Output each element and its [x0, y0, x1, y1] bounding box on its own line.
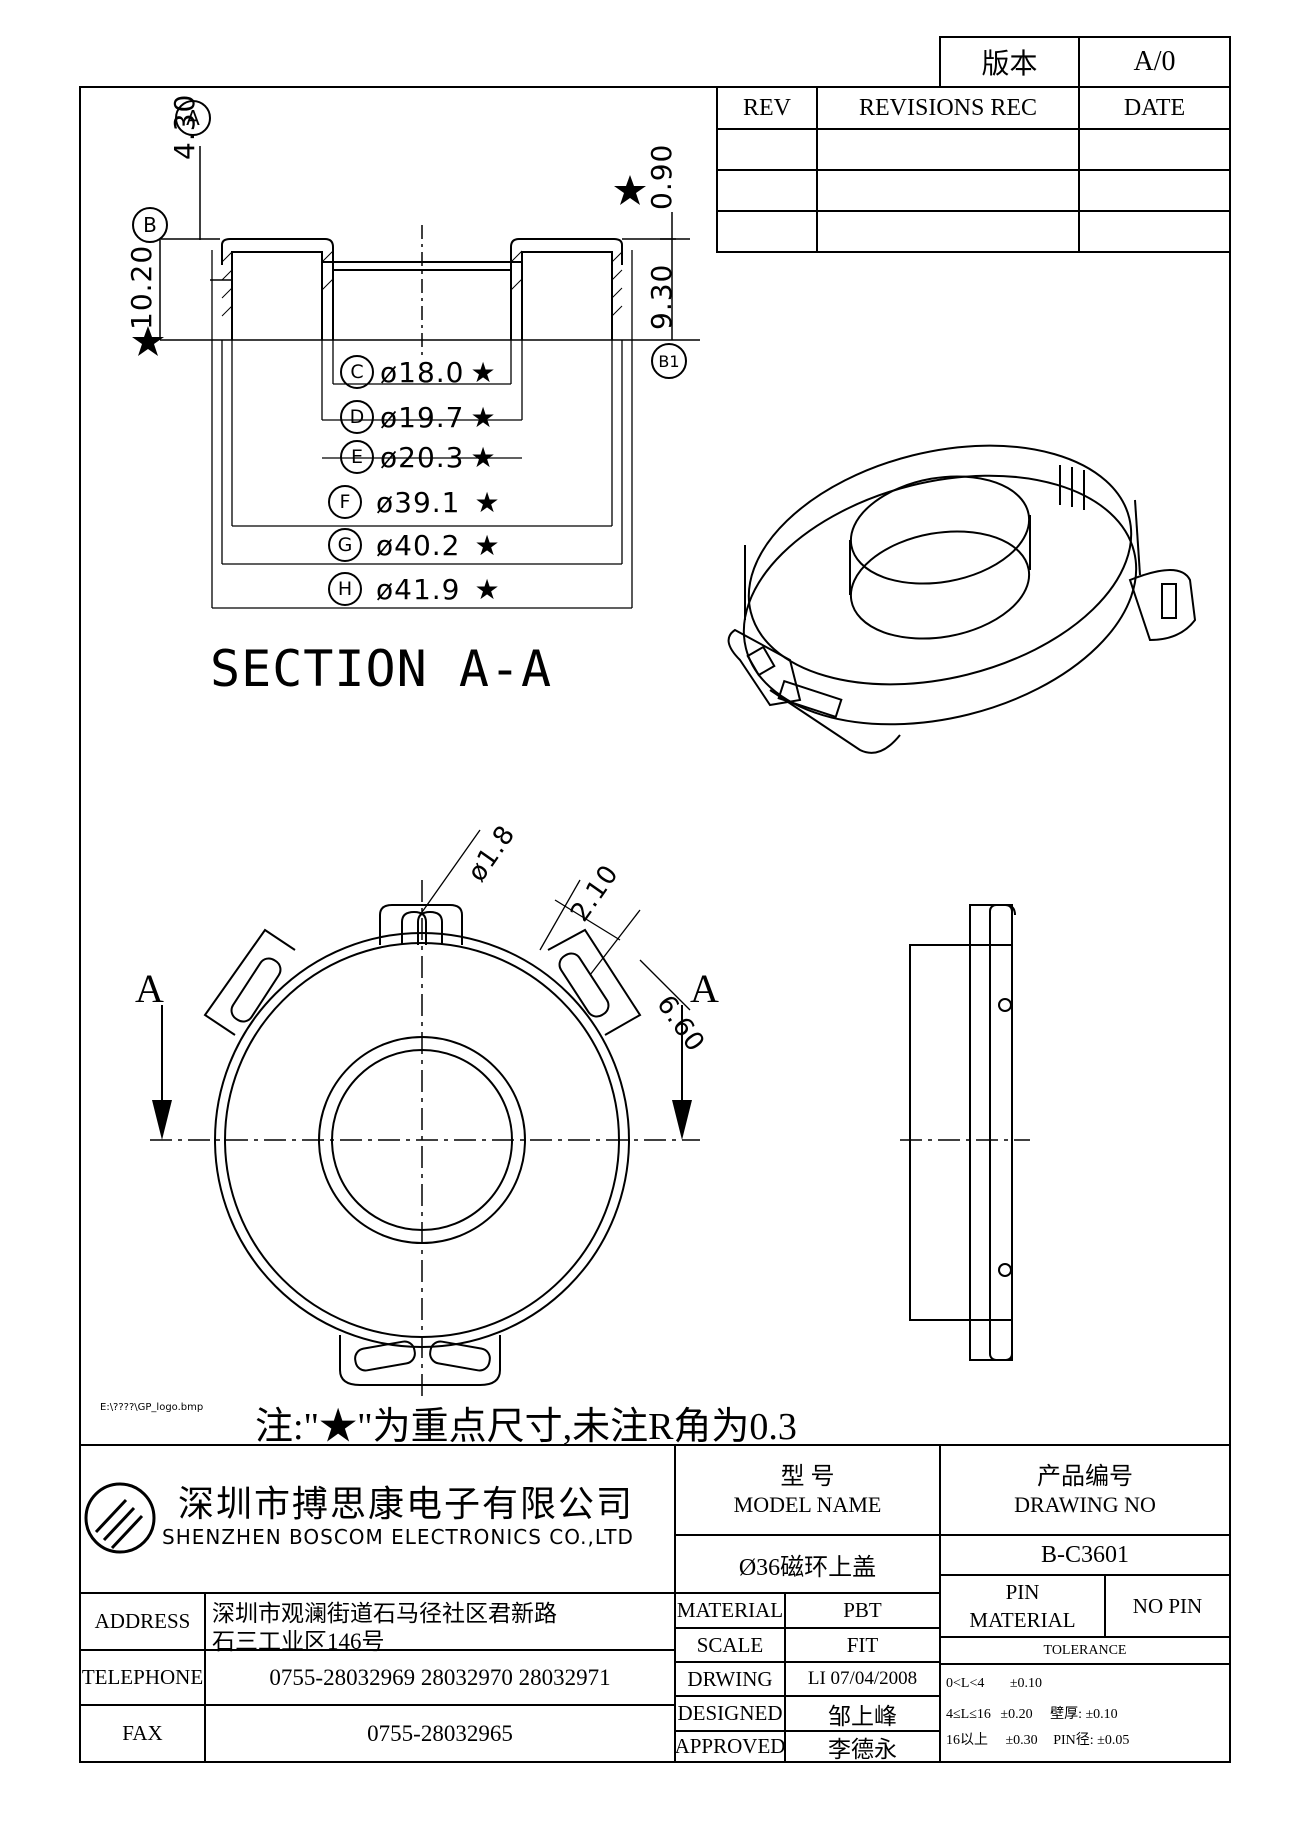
star-icon: [132, 326, 164, 356]
isometric-view: [727, 444, 1197, 754]
approved-value: 李德永: [828, 1736, 897, 1762]
material-value: PBT: [843, 1598, 882, 1622]
dim-4-30: 4.30: [168, 93, 201, 160]
tolerance-range: 16以上: [946, 1733, 988, 1748]
tolerance-value: ±0.20: [1000, 1707, 1033, 1722]
star-icon: ★: [470, 400, 496, 434]
drwing-label: DRWING: [687, 1666, 773, 1691]
logo-file-path: E:\????\GP_logo.bmp: [100, 1402, 204, 1413]
drawing-label-en: DRAWING NO: [1014, 1492, 1156, 1517]
drwing-value: LI 07/04/2008: [807, 1668, 918, 1689]
dim-h-value: ø41.9: [376, 572, 461, 606]
tolerance-value: ±0.10: [1009, 1676, 1043, 1691]
scale-value: FIT: [846, 1632, 879, 1657]
star-icon: [614, 175, 646, 205]
tolerance-title: TOLERANCE: [1043, 1642, 1127, 1658]
star-icon: ★: [474, 485, 500, 519]
drawing-border: [79, 86, 1231, 1763]
cut-label-right: A: [690, 966, 719, 1011]
fax-value: 0755-28032965: [367, 1720, 513, 1746]
datum-g-marker: G: [328, 528, 362, 562]
dim-row-c: C ø18.0 ★: [340, 355, 496, 389]
scale-label: SCALE: [696, 1632, 764, 1657]
tolerance-extra: PIN径: ±0.05: [1053, 1733, 1130, 1748]
dim-e-value: ø20.3: [380, 440, 465, 474]
star-icon: ★: [474, 528, 500, 562]
cut-label-left: A: [135, 966, 164, 1011]
dim-row-h: H ø41.9 ★: [328, 572, 500, 606]
datum-f-marker: F: [328, 485, 362, 519]
dim-d-value: ø19.7: [380, 400, 465, 434]
dim-row-f: F ø39.1 ★: [328, 485, 500, 519]
designed-label: DESIGNED: [677, 1701, 783, 1725]
tolerance-range: 0<L<4: [946, 1676, 985, 1691]
section-title: SECTION A-A: [210, 640, 553, 698]
drawing-label-cn: 产品编号: [1037, 1463, 1133, 1490]
dim-10-20: 10.20: [125, 244, 158, 330]
telephone-value: 0755-28032969 28032970 28032971: [269, 1664, 611, 1690]
datum-h-marker: H: [328, 572, 362, 606]
datum-c-marker: C: [340, 355, 374, 389]
tolerance-range: 4≤L≤16: [946, 1707, 991, 1722]
dim-0-90: 0.90: [645, 143, 678, 210]
dim-c-value: ø18.0: [380, 355, 465, 389]
model-label-en: MODEL NAME: [733, 1492, 882, 1517]
dim-row-g: G ø40.2 ★: [328, 528, 500, 562]
address-line-2: 石三工业区146号: [212, 1629, 385, 1654]
datum-a-marker: A: [175, 100, 211, 136]
drawing-number: B-C3601: [1040, 1541, 1129, 1568]
pin-label-line2: MATERIAL: [969, 1607, 1076, 1632]
dim-f-value: ø39.1: [376, 485, 461, 519]
pin-value: NO PIN: [1132, 1593, 1203, 1618]
designed-value: 邹上峰: [828, 1703, 897, 1729]
datum-b1-marker: B1: [651, 343, 687, 379]
star-icon: ★: [470, 440, 496, 474]
telephone-label: TELEPHONE: [81, 1665, 204, 1689]
pin-label-line1: PIN: [1005, 1579, 1040, 1604]
top-view: [150, 829, 700, 1400]
rev-header: REV: [743, 94, 791, 121]
address-line-1: 深圳市观澜街道石马径社区君新路: [212, 1601, 557, 1626]
dim-9-30: 9.30: [645, 263, 678, 330]
datum-e-marker: E: [340, 440, 374, 474]
company-name-cn: 深圳市搏思康电子有限公司: [178, 1484, 635, 1524]
tolerance-row-2: 4≤L≤16 ±0.20 壁厚: ±0.10: [946, 1703, 1118, 1723]
tolerance-row-1: 0<L<4 ±0.10: [946, 1676, 1042, 1692]
model-value: Ø36磁环上盖: [738, 1554, 877, 1581]
tolerance-row-3: 16以上 ±0.30 PIN径: ±0.05: [946, 1729, 1129, 1749]
company-logo: [84, 1482, 156, 1554]
star-icon: ★: [470, 355, 496, 389]
fax-label: FAX: [122, 1721, 163, 1745]
version-value: A/0: [1133, 46, 1176, 77]
approved-label: APPROVED: [674, 1734, 786, 1758]
model-label-cn: 型 号: [780, 1463, 835, 1490]
dim-g-value: ø40.2: [376, 528, 461, 562]
tolerance-extra: 壁厚: ±0.10: [1050, 1707, 1118, 1722]
star-icon: ★: [474, 572, 500, 606]
critical-star-icons: [132, 175, 646, 356]
version-label: 版本: [981, 49, 1038, 80]
datum-d-marker: D: [340, 400, 374, 434]
revisions-header: REVISIONS REC: [858, 94, 1038, 121]
dim-row-d: D ø19.7 ★: [340, 400, 496, 434]
dim-row-e: E ø20.3 ★: [340, 440, 496, 474]
date-header: DATE: [1123, 94, 1186, 121]
address-label: ADDRESS: [94, 1609, 191, 1633]
company-name-en: SHENZHEN BOSCOM ELECTRONICS CO.,LTD: [162, 1525, 634, 1549]
drawing-note: 注:"★"为重点尺寸,未注R角为0.3: [255, 1406, 797, 1448]
tolerance-value: ±0.30: [1005, 1733, 1038, 1748]
material-label: MATERIAL: [676, 1598, 784, 1622]
side-view: [900, 904, 1030, 1361]
datum-b-marker: B: [132, 207, 168, 243]
